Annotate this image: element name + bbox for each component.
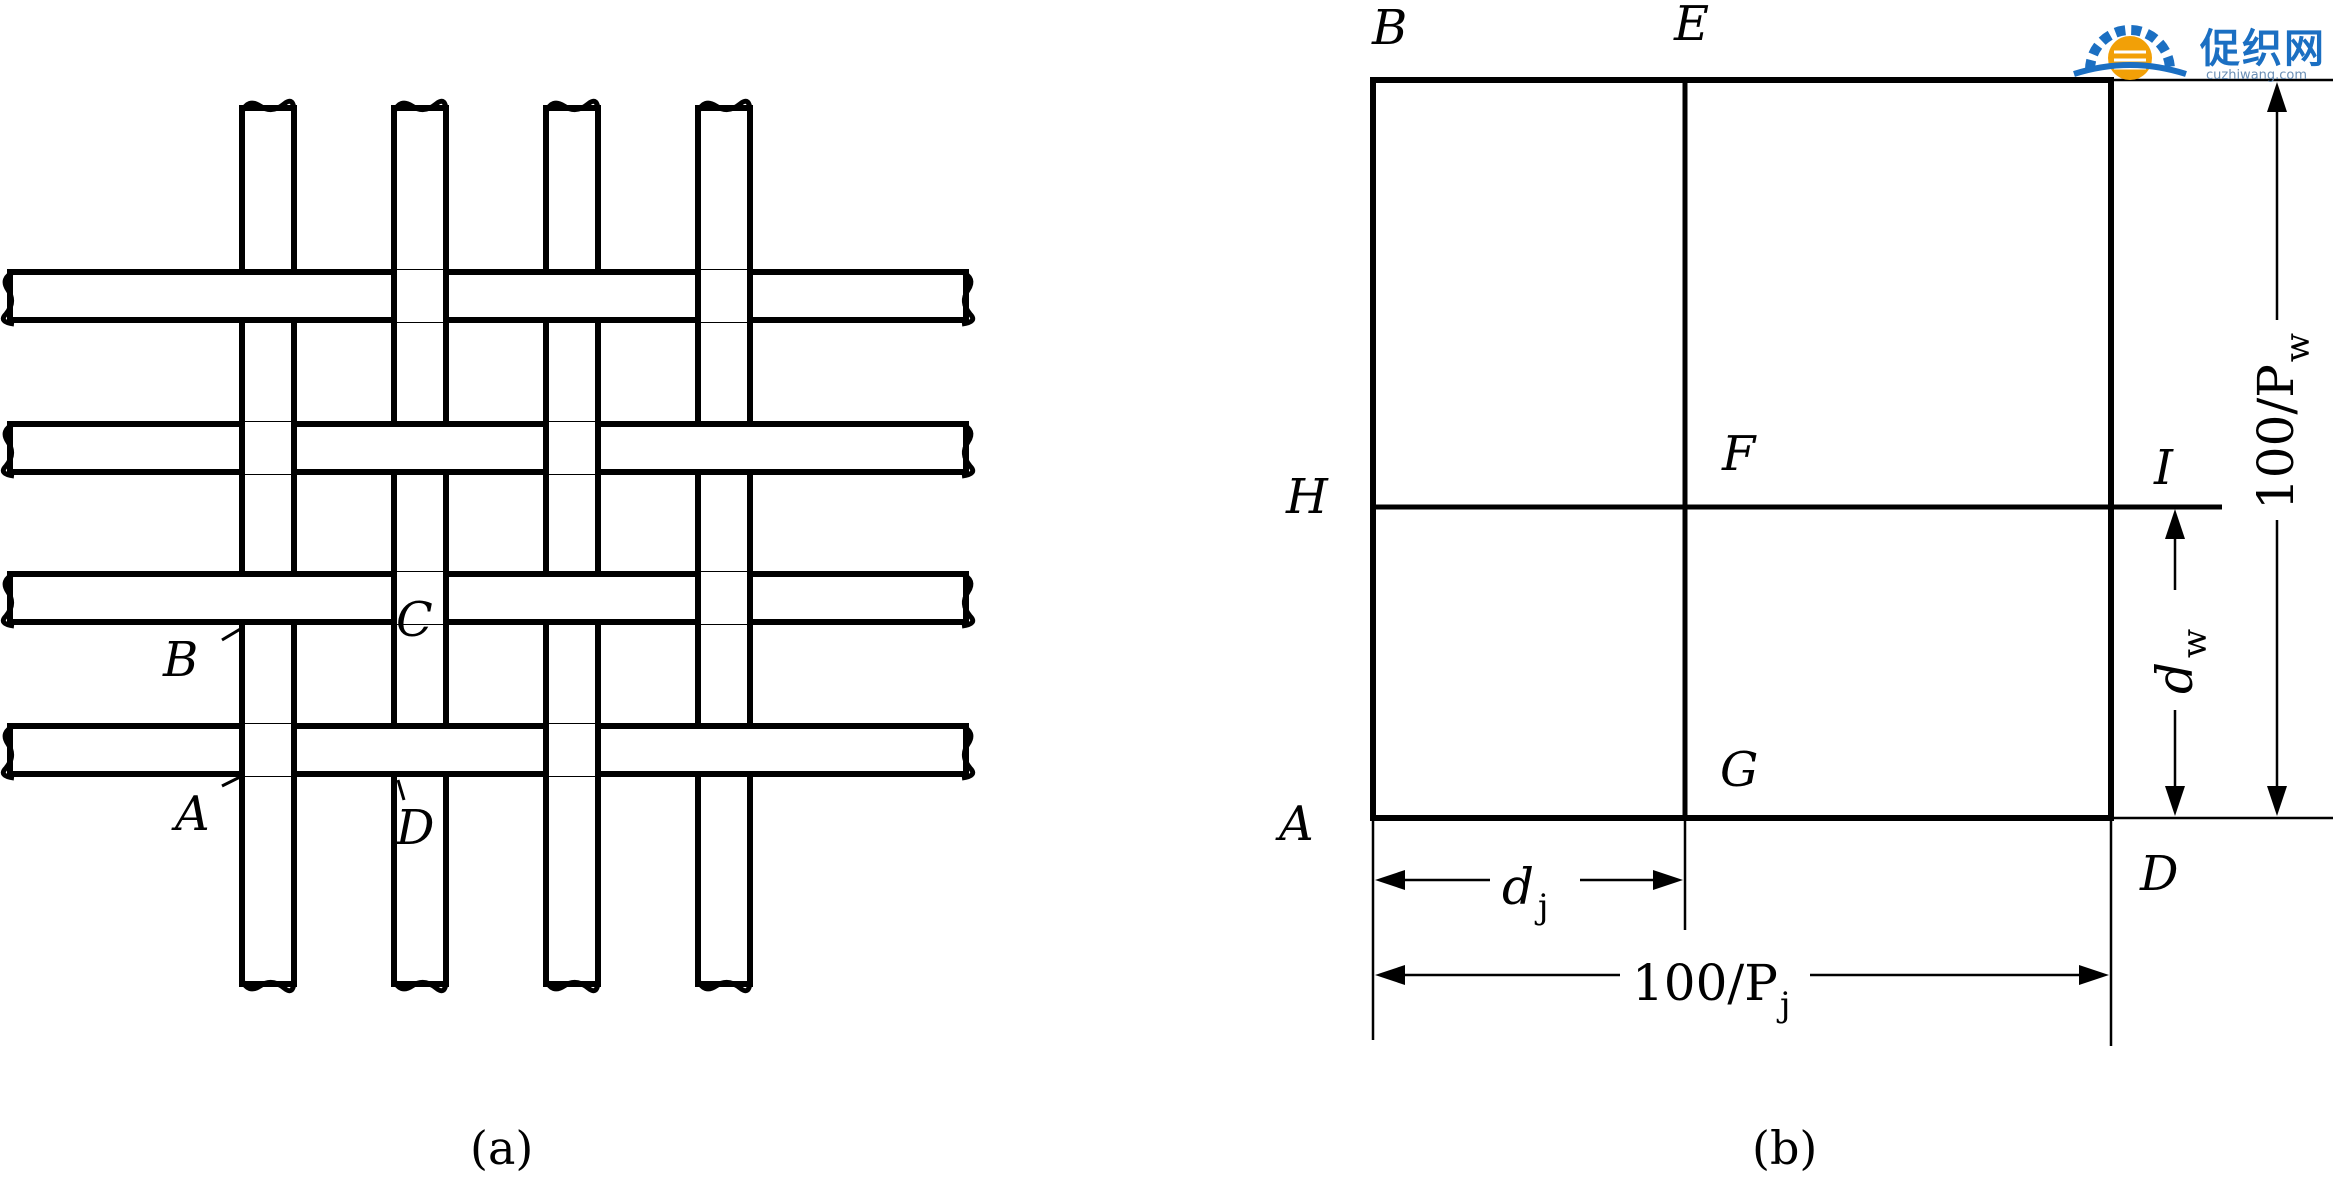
label-a-D: D <box>395 800 434 856</box>
label-b-D: D <box>2139 846 2178 902</box>
caption-a: (a) <box>470 1121 533 1175</box>
dimension-arrowheads <box>1375 82 2287 985</box>
label-a-B: B <box>162 632 198 688</box>
weft-yarn-3 <box>7 571 969 625</box>
weft-yarns <box>7 269 969 777</box>
label-b-F: F <box>1721 426 1757 482</box>
caption-b: (b) <box>1752 1121 1817 1175</box>
warp-over-edges <box>239 268 753 778</box>
warp-yarn-4 <box>695 105 753 987</box>
warp-yarns <box>239 105 753 987</box>
dim-dj-main: d <box>1502 858 1534 916</box>
dim-pw-main: 100/P <box>2247 364 2305 510</box>
label-b-I: I <box>2153 440 2174 496</box>
label-a-C: C <box>396 592 433 648</box>
watermark-title: 促织网 <box>2200 26 2326 72</box>
dim-dw-main: d <box>2146 662 2204 694</box>
label-b-G: G <box>1720 742 1758 798</box>
unit-cell-outline <box>1370 77 2114 821</box>
label-a-A: A <box>171 786 210 842</box>
dim-dj-sub: j <box>1534 887 1549 927</box>
weft-yarn-1 <box>7 269 969 323</box>
yarn-end-curls <box>0 98 976 994</box>
dim-pw-sub: w <box>2278 333 2318 362</box>
dim-dw-sub: w <box>2175 629 2215 658</box>
label-b-B: B <box>1371 0 1407 56</box>
dim-pj-label: 100/Pj <box>1632 954 1790 1025</box>
label-b-E: E <box>1673 0 1709 52</box>
weft-yarn-4 <box>7 723 969 777</box>
label-b-A: A <box>1275 796 1314 852</box>
dim-pj-sub: j <box>1776 985 1791 1025</box>
warp-yarn-1 <box>239 105 297 987</box>
warp-over-crossings <box>245 270 747 776</box>
weft-yarn-2 <box>7 421 969 475</box>
label-b-H: H <box>1285 469 1329 525</box>
point-leaders <box>221 626 406 801</box>
unit-cell-panel-b <box>1370 77 2333 1046</box>
dim-dw-label: dw <box>2146 629 2215 694</box>
watermark-subtitle: cuzhiwang.com <box>2206 68 2308 83</box>
warp-yarn-3 <box>543 105 601 987</box>
gear-logo-icon <box>2073 25 2187 80</box>
watermark-logo: 促织网 cuzhiwang.com <box>2070 8 2330 86</box>
dim-pj-main: 100/P <box>1632 954 1778 1012</box>
dim-pw-label: 100/Pw <box>2247 333 2318 510</box>
weave-panel-a <box>0 98 976 994</box>
